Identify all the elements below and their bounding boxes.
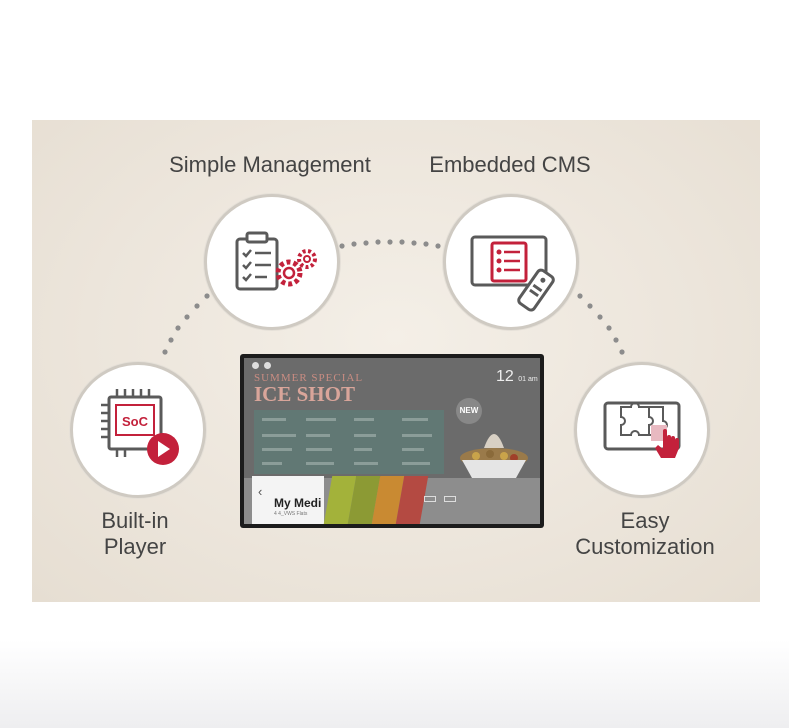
soc-player-icon: SoC [101, 389, 179, 465]
back-arrow-icon[interactable]: ‹ [258, 484, 263, 499]
menu-board [254, 410, 444, 474]
easy-customization-circle [574, 362, 710, 498]
simple-management-circle [204, 194, 340, 330]
launcher-card[interactable]: ‹ My Medi 4 4_VWS Flats [252, 476, 324, 524]
embedded-cms-circle [443, 194, 579, 330]
label-easy-line2: Customization [575, 534, 715, 559]
puzzle-touch-icon [603, 401, 681, 458]
label-builtin-line2: Player [103, 534, 167, 559]
ice-cream-image [460, 434, 528, 478]
label-easy-line1: Easy [620, 508, 670, 533]
settings-icon [264, 362, 271, 369]
input-icon-1[interactable] [424, 496, 436, 502]
footer-fade [0, 640, 789, 728]
new-badge: NEW [456, 398, 482, 424]
menu-board-lines [262, 418, 432, 465]
signage-display: SUMMER SPECIAL ICE SHOT 12 01 am NEW ‹ [240, 354, 544, 528]
soc-chip-text: SoC [122, 414, 149, 429]
promo-line1: SUMMER SPECIAL [254, 372, 364, 384]
clock-minutes: 01 am [518, 376, 538, 383]
launcher-subtitle: 4 4_VWS Flats [274, 511, 308, 517]
label-builtin-line1: Built-in [101, 508, 169, 533]
clock-hour: 12 [496, 368, 514, 385]
display-screen: SUMMER SPECIAL ICE SHOT 12 01 am NEW ‹ [244, 358, 540, 524]
launcher-title: My Medi [274, 496, 322, 510]
builtin-player-circle: SoC [70, 362, 206, 498]
promo-line2: ICE SHOT [254, 382, 355, 406]
label-easy-customization: Easy Customization [560, 508, 730, 560]
clock: 12 01 am [496, 368, 538, 386]
label-embedded-cms: Embedded CMS [429, 152, 591, 177]
clipboard-gears-icon [235, 231, 317, 291]
input-icon-2[interactable] [444, 496, 456, 502]
label-builtin-player: Built-in Player [70, 508, 200, 560]
logo-icon [252, 362, 259, 369]
label-simple-management: Simple Management [169, 152, 371, 177]
remote-cms-icon [470, 235, 555, 312]
